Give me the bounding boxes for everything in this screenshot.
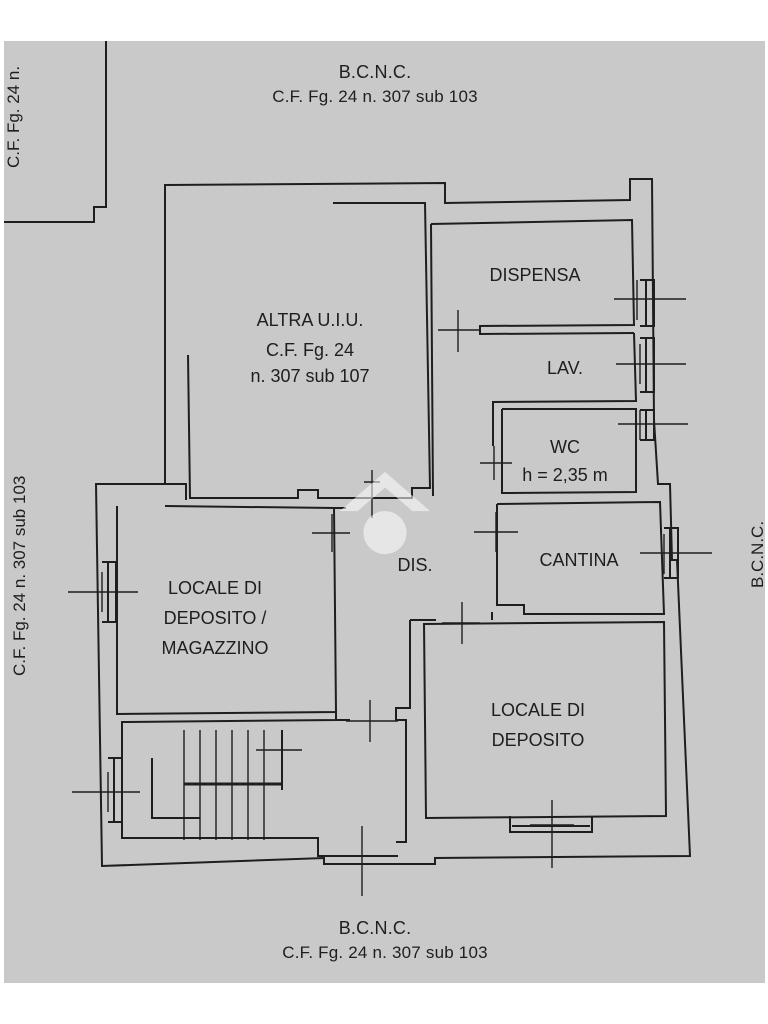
dimension-ticks: [68, 280, 712, 896]
room-label: LOCALE DI: [490, 700, 586, 720]
room-cantina: CANTINA: [516, 545, 642, 575]
bottom-border-label: B.C.N.C. C.F. Fg. 24 n. 307 sub 103: [282, 916, 487, 965]
window-deposito: [509, 816, 593, 833]
top-left-corner-label: C.F. Fg. 24 n.: [4, 65, 23, 168]
lav-wall: [492, 332, 638, 446]
window-wc: [640, 409, 655, 441]
room-label: CANTINA: [539, 550, 619, 570]
room-label: DEPOSITO: [491, 730, 585, 750]
room-label: MAGAZZINO: [161, 638, 269, 658]
room-label: DIS.: [397, 555, 433, 575]
bottom-label-line1: B.C.N.C.: [338, 918, 412, 938]
room-lav: LAV.: [520, 353, 610, 383]
altra-uiu-outer-wall: [164, 185, 187, 500]
top-label-line2: C.F. Fg. 24 n. 307 sub 103: [272, 87, 478, 107]
room-label: n. 307 sub 107: [250, 366, 370, 386]
room-label: WC: [550, 437, 580, 457]
room-label: C.F. Fg. 24: [265, 340, 355, 360]
room-altra-uiu: ALTRA U.I.U. C.F. Fg. 24 n. 307 sub 107: [220, 305, 400, 391]
room-locale-deposito-magazzino: LOCALE DI DEPOSITO / MAGAZZINO: [140, 573, 290, 663]
room-dispensa: DISPENSA: [470, 260, 600, 290]
logo-watermark: [339, 471, 431, 555]
outer-wall: [94, 178, 692, 868]
room-dis: DIS.: [380, 550, 450, 580]
top-label-line1: B.C.N.C.: [338, 62, 412, 82]
cantina-wall: [496, 500, 666, 615]
left-border-label: C.F. Fg. 24 n. 307 sub 103: [10, 475, 29, 676]
room-wc: WC h = 2,35 m: [500, 433, 630, 489]
bottom-label-line2: C.F. Fg. 24 n. 307 sub 103: [282, 943, 488, 963]
window-lav: [640, 337, 655, 393]
neighbour-outline: [4, 41, 107, 223]
room-locale-deposito: LOCALE DI DEPOSITO: [468, 695, 608, 755]
ceiling-height-label: h = 2,35 m: [522, 465, 608, 485]
room-label: DEPOSITO /: [163, 608, 267, 628]
room-label: LOCALE DI: [167, 578, 263, 598]
dispensa-wall: [430, 218, 636, 336]
window-stairs: [108, 757, 123, 823]
window-dispensa: [640, 279, 655, 327]
room-label: ALTRA U.I.U.: [256, 310, 364, 330]
locale-deposito-wall: [422, 620, 668, 820]
room-label: LAV.: [546, 358, 584, 378]
top-border-label: B.C.N.C. C.F. Fg. 24 n. 307 sub 103: [272, 60, 477, 109]
room-label: DISPENSA: [489, 265, 581, 285]
wc-wall: [501, 408, 637, 494]
right-border-label: B.C.N.C.: [748, 520, 767, 588]
altra-uiu-wall: [187, 202, 432, 499]
